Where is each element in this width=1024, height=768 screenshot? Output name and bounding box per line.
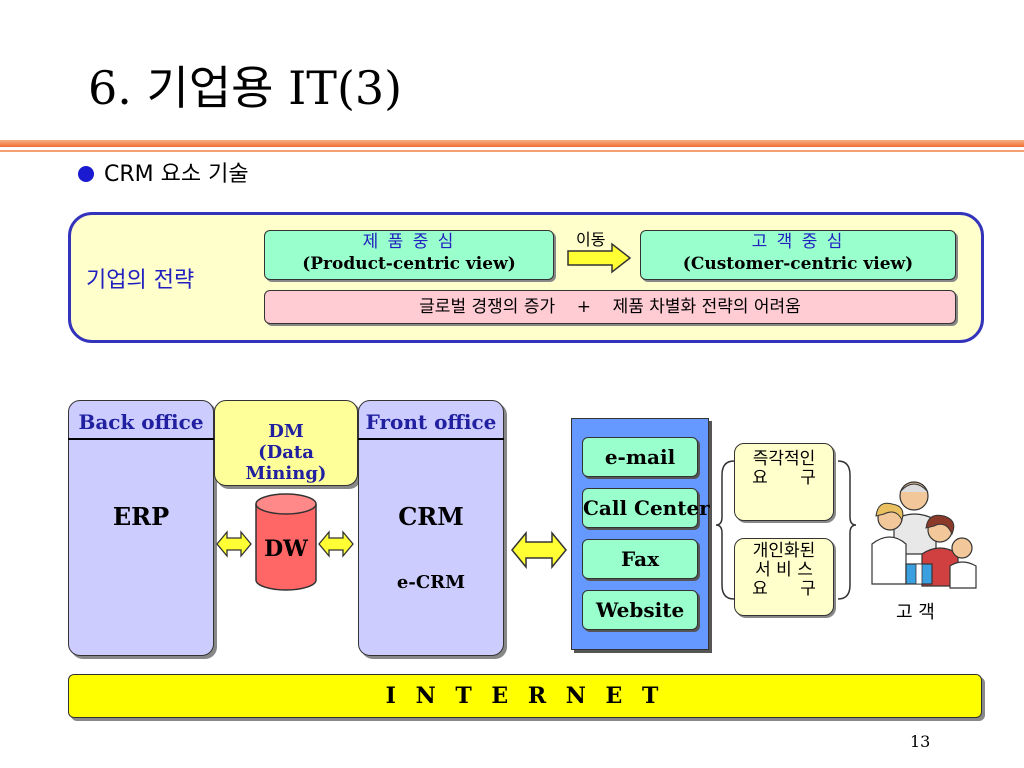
product-centric-korean: 제 품 중 심 <box>362 232 456 252</box>
right-arrow-icon <box>567 242 632 274</box>
dw-label: DW <box>264 536 308 562</box>
immediate-need-box: 즉각적인 요 구 <box>734 443 834 521</box>
double-arrow-icon <box>511 530 567 570</box>
family-customers-icon <box>871 481 977 589</box>
product-centric-english: (Product-centric view) <box>302 254 516 274</box>
title-divider-thin <box>0 150 1024 152</box>
brace-lines <box>715 460 857 600</box>
section-heading: CRM 요소 기술 <box>104 162 249 187</box>
double-arrow-icon <box>216 530 252 558</box>
crm-label: CRM <box>398 502 464 531</box>
double-arrow-icon <box>318 530 354 558</box>
channel-website: Website <box>582 590 698 630</box>
customer-centric-box: 고 객 중 심 (Customer-centric view) <box>640 230 956 280</box>
front-office-divider <box>358 438 504 440</box>
title-divider <box>0 140 1024 147</box>
personalized-need-line3: 요 구 <box>752 579 816 599</box>
back-office-column <box>68 400 214 656</box>
personalized-need-box: 개인화된 서 비 스 요 구 <box>734 538 834 616</box>
back-office-divider <box>68 438 214 440</box>
move-label: 이동 <box>576 230 606 249</box>
personalized-need-line1: 개인화된 <box>752 541 816 561</box>
erp-label: ERP <box>112 502 170 531</box>
dm-label: DM <box>268 421 304 442</box>
internet-bar: I N T E R N E T <box>68 674 982 718</box>
data-warehouse-cylinder-icon <box>255 493 317 591</box>
data-mining-box: DM (Data Mining) <box>214 400 358 486</box>
product-centric-box: 제 품 중 심 (Product-centric view) <box>264 230 554 280</box>
personalized-need-line2: 서 비 스 <box>755 560 813 580</box>
customer-centric-korean: 고 객 중 심 <box>751 232 845 252</box>
dm-sublabel: (Data Mining) <box>245 442 327 484</box>
customer-centric-english: (Customer-centric view) <box>682 254 914 274</box>
channel-fax: Fax <box>582 539 698 579</box>
channel-call-center: Call Center <box>582 488 710 528</box>
page-number: 13 <box>910 732 931 751</box>
immediate-need-line2: 요 구 <box>752 468 816 488</box>
back-office-header: Back office <box>78 410 204 434</box>
strategy-label: 기업의 전략 <box>86 268 195 293</box>
front-office-header: Front office <box>365 410 497 434</box>
customer-label: 고 객 <box>896 602 935 623</box>
front-office-column <box>358 400 504 656</box>
page-title: 6. 기업용 IT(3) <box>88 61 403 115</box>
strategy-drivers: 글로벌 경쟁의 증가 + 제품 차별화 전략의 어려움 <box>264 290 956 324</box>
bullet-dot-icon <box>78 166 94 182</box>
immediate-need-line1: 즉각적인 <box>752 449 816 469</box>
e-crm-label: e-CRM <box>396 572 466 593</box>
channel-email: e-mail <box>582 437 698 477</box>
